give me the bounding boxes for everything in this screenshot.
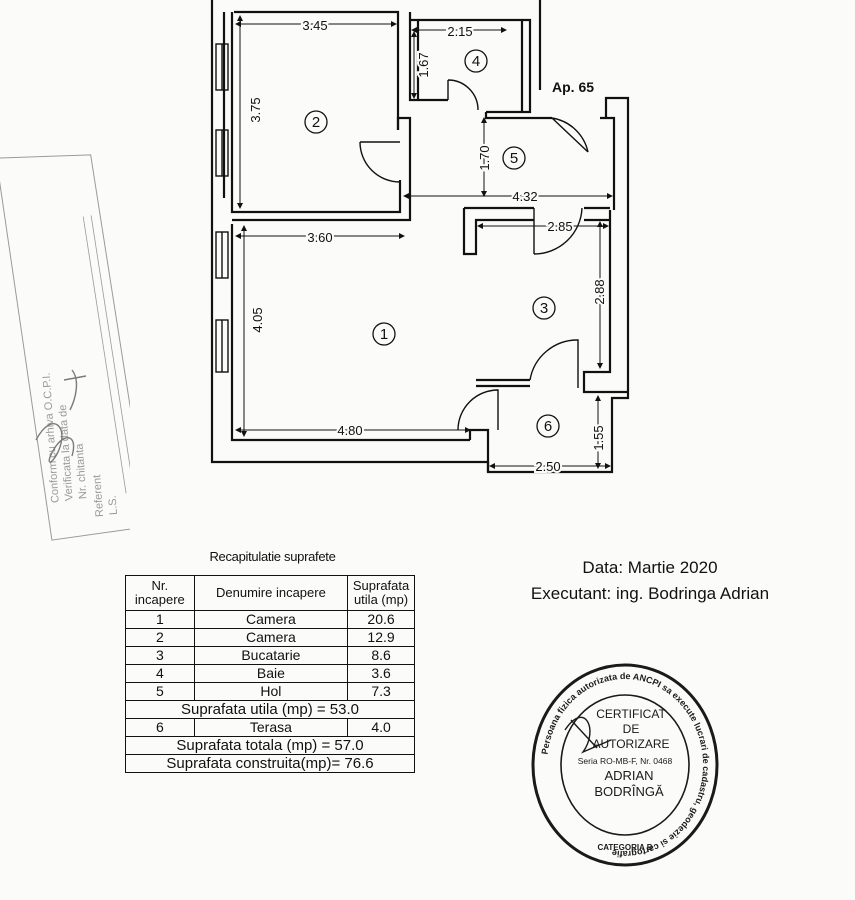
svg-text:1: 1 bbox=[380, 326, 388, 343]
walls bbox=[210, 0, 630, 474]
cell-name: Camera bbox=[193, 628, 349, 647]
col-header-name: Denumire incapere bbox=[193, 575, 349, 611]
col-header-nr: Nr. incapere bbox=[125, 575, 195, 611]
recap-table: Nr. incapere Denumire incapere Suprafata… bbox=[125, 575, 415, 773]
room-marker-2: 2 bbox=[304, 110, 328, 134]
room-markers: 1 2 3 4 5 6 bbox=[304, 49, 560, 438]
dimension-lines bbox=[235, 15, 613, 469]
cell-area: 8.6 bbox=[347, 646, 415, 665]
dim-label: 2.50 bbox=[535, 459, 560, 474]
stamp-title-2: DE bbox=[623, 722, 640, 736]
subtotal-row: Suprafata utila (mp) = 53.0 bbox=[125, 700, 415, 719]
room-marker-6: 6 bbox=[536, 414, 560, 438]
col-header-area: Suprafata utila (mp) bbox=[347, 575, 415, 611]
cell-area: 4.0 bbox=[347, 718, 415, 737]
certification-stamp: Conform cu arhiva O.C.P.I. Verificata la… bbox=[0, 154, 130, 541]
cell-nr: 2 bbox=[125, 628, 195, 647]
room-marker-1: 1 bbox=[372, 322, 396, 346]
built-row: Suprafata construita(mp)= 76.6 bbox=[125, 754, 415, 773]
cell-area: 20.6 bbox=[347, 610, 415, 629]
cell-nr: 3 bbox=[125, 646, 195, 665]
cert-line-4: Referent bbox=[91, 474, 106, 517]
dim-label: 4.05 bbox=[250, 307, 265, 332]
dim-label: 4.32 bbox=[512, 189, 537, 204]
stamp-signature-mark bbox=[564, 716, 612, 754]
cell-name: Bucatarie bbox=[193, 646, 349, 665]
cell-area: 12.9 bbox=[347, 628, 415, 647]
cell-name: Camera bbox=[193, 610, 349, 629]
stamp-name-2: BODRÎNGĂ bbox=[594, 784, 664, 799]
cell-area: 7.3 bbox=[347, 682, 415, 701]
svg-text:5: 5 bbox=[510, 150, 518, 167]
total-row: Suprafata totala (mp) = 57.0 bbox=[125, 736, 415, 755]
dim-label: 4.80 bbox=[337, 423, 362, 438]
dim-label: 1.70 bbox=[477, 145, 492, 170]
date-text: Data: Martie 2020 bbox=[582, 558, 718, 577]
dim-label: 3.60 bbox=[307, 230, 332, 245]
table-header-row: Nr. incapere Denumire incapere Suprafata… bbox=[125, 575, 415, 611]
stamp-title-3: AUTORIZARE bbox=[592, 737, 669, 751]
cell-name: Hol bbox=[193, 682, 349, 701]
cell-area: 3.6 bbox=[347, 664, 415, 683]
dim-label: 1.67 bbox=[416, 52, 431, 77]
signature-mark bbox=[35, 369, 87, 463]
cell-name: Terasa bbox=[193, 718, 349, 737]
windows bbox=[215, 43, 229, 373]
dim-label: 2.85 bbox=[547, 219, 572, 234]
stamp-name-1: ADRIAN bbox=[604, 768, 653, 783]
svg-text:6: 6 bbox=[544, 418, 552, 435]
built-area: Suprafata construita(mp)= 76.6 bbox=[125, 754, 415, 773]
surveyor-stamp: Persoana fizica autorizata de ANCPI sa e… bbox=[531, 663, 719, 867]
subtotal-util: Suprafata utila (mp) = 53.0 bbox=[125, 700, 415, 719]
room-marker-3: 3 bbox=[532, 296, 556, 320]
room-marker-5: 5 bbox=[502, 146, 526, 170]
cell-nr: 5 bbox=[125, 682, 195, 701]
floor-plan: 3.45 2.15 1.67 3.75 1.70 4.32 3.60 2.85 … bbox=[210, 0, 630, 476]
cell-nr: 1 bbox=[125, 610, 195, 629]
stamp-category: CATEGORIA B bbox=[597, 843, 652, 852]
cell-nr: 4 bbox=[125, 664, 195, 683]
cell-name: Baie bbox=[193, 664, 349, 683]
svg-text:3: 3 bbox=[540, 300, 548, 317]
total-area: Suprafata totala (mp) = 57.0 bbox=[125, 736, 415, 755]
dim-label: 3.75 bbox=[248, 97, 263, 122]
dim-label: 1.55 bbox=[591, 425, 606, 450]
table-caption: Recapitulatie suprafete bbox=[209, 549, 336, 564]
dim-label: 2.15 bbox=[447, 24, 472, 39]
door-swings bbox=[359, 79, 589, 431]
cert-line-5: L.S. bbox=[107, 495, 120, 515]
stamp-series: Seria RO-MB-F, Nr. 0468 bbox=[578, 756, 673, 766]
cert-line-3: Nr. chitanta bbox=[74, 442, 90, 499]
room-marker-4: 4 bbox=[464, 49, 488, 73]
executant-text: Executant: ing. Bodringa Adrian bbox=[530, 584, 770, 603]
stamp-title-1: CERTIFICAT bbox=[596, 707, 666, 721]
dim-label: 2.88 bbox=[592, 279, 607, 304]
svg-text:4: 4 bbox=[472, 53, 480, 70]
svg-text:2: 2 bbox=[312, 114, 320, 131]
dim-label: 3.45 bbox=[302, 18, 327, 33]
apartment-label: Ap. 65 bbox=[552, 79, 594, 95]
cell-nr: 6 bbox=[125, 718, 195, 737]
